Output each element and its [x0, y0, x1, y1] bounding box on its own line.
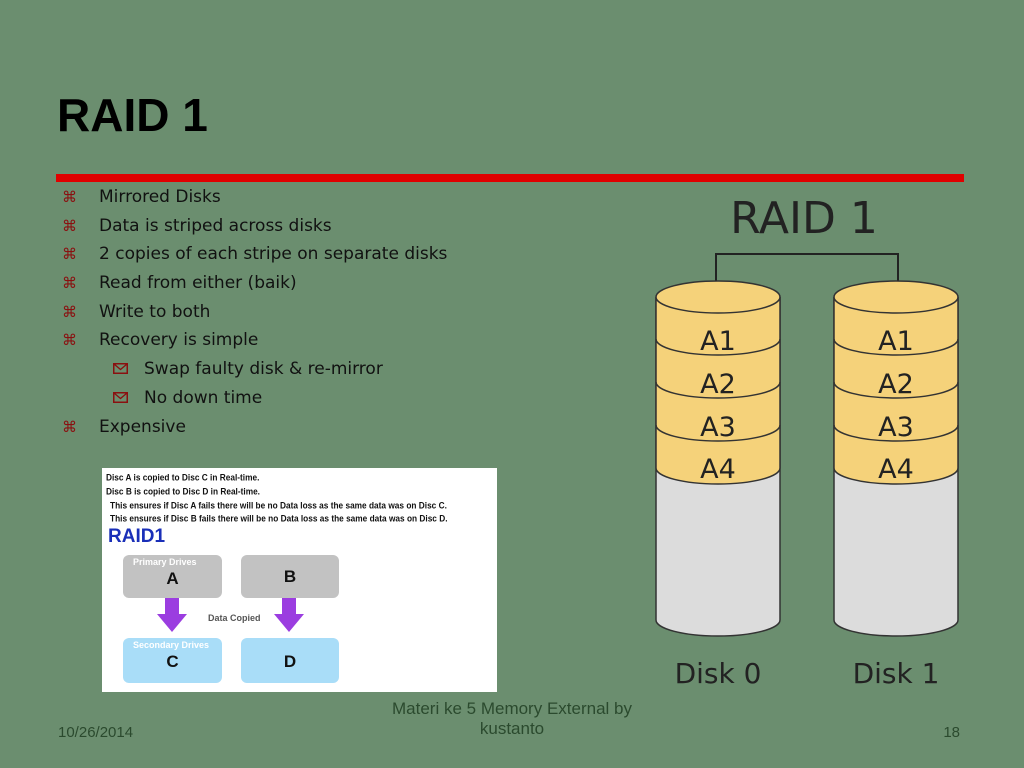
copy-arrow-b-icon [274, 598, 304, 632]
disk-1: A1 A2 A3 A4 Disk 1 [833, 280, 959, 690]
secondary-drives-label: Secondary Drives [133, 640, 210, 650]
command-bullet-icon: ⌘ [62, 302, 77, 321]
bullet-item: ⌘ Data is striped across disks [62, 214, 622, 243]
command-bullet-icon: ⌘ [62, 331, 77, 350]
raid1-explanation-image: Disc A is copied to Disc C in Real-time.… [102, 468, 497, 692]
explanation-line: This ensures if Disc A fails there will … [110, 499, 447, 511]
footer-date: 10/26/2014 [58, 724, 134, 741]
envelope-icon [113, 357, 133, 381]
bullet-text: Read from either (baik) [99, 273, 297, 294]
command-bullet-icon: ⌘ [62, 216, 77, 235]
bullet-item: ⌘ Read from either (baik) [62, 271, 622, 300]
disk1-block-a2: A2 [878, 369, 914, 400]
sub-bullet-item: Swap faulty disk & re-mirror [62, 357, 622, 386]
bullet-item: ⌘ Write to both [62, 300, 622, 329]
drive-a-letter: A [166, 569, 179, 588]
diagram-title: RAID 1 [730, 193, 878, 244]
disk0-label: Disk 0 [675, 657, 762, 690]
disk0-block-a2: A2 [700, 369, 736, 400]
bullet-item: ⌘ Mirrored Disks [62, 185, 622, 214]
drive-c-letter: C [166, 652, 179, 671]
sub-bullet-text: No down time [144, 387, 263, 408]
drive-b-letter: B [283, 567, 297, 586]
drive-c-box: Secondary Drives C [123, 638, 222, 683]
bullet-text: Mirrored Disks [99, 187, 221, 207]
footer-center-line: Materi ke 5 Memory External by [392, 699, 632, 718]
sub-bullet-text: Swap faulty disk & re-mirror [144, 359, 383, 380]
raid1-label: RAID1 [108, 526, 166, 547]
disk1-block-a3: A3 [878, 412, 914, 443]
footer-center-line: kustanto [479, 719, 545, 738]
explanation-line: Disc B is copied to Disc D in Real-time. [106, 485, 260, 497]
command-bullet-icon: ⌘ [62, 245, 77, 264]
title-divider [56, 174, 964, 182]
disk0-block-a1: A1 [700, 326, 736, 357]
slide-title: RAID 1 [57, 89, 208, 141]
footer-center-text: Materi ke 5 Memory External by kustanto [362, 699, 662, 739]
bullet-item: ⌘ Expensive [62, 415, 622, 444]
bullet-text: Write to both [99, 301, 211, 322]
mirror-connector [715, 253, 899, 293]
bullet-list: ⌘ Mirrored Disks ⌘ Data is striped across … [62, 185, 622, 443]
bullet-item: ⌘ 2 copies of each stripe on separate dis… [62, 242, 622, 271]
command-bullet-icon: ⌘ [62, 274, 77, 293]
copy-arrow-a-icon [157, 598, 187, 632]
bullet-item: ⌘ Recovery is simple [62, 328, 622, 357]
sub-bullet-item: No down time [62, 386, 622, 415]
drive-d-box: D [241, 638, 339, 683]
disk1-label: Disk 1 [853, 657, 940, 690]
bullet-text: 2 copies of each stripe on separate disk… [99, 244, 448, 265]
bullet-text: Data is striped across disks [99, 215, 332, 236]
primary-drives-label: Primary Drives [133, 557, 197, 567]
explanation-line: Disc A is copied to Disc C in Real-time. [106, 471, 260, 483]
drive-b-box: B [241, 555, 339, 598]
disk1-block-a4: A4 [878, 454, 914, 485]
drive-a-box: Primary Drives A [123, 555, 222, 598]
slide-number: 18 [943, 724, 960, 741]
raid1-disk-diagram: RAID 1 A1 A2 A3 A4 Disk 0 A1 A2 A3 A4 Di… [655, 193, 959, 690]
disk0-block-a4: A4 [700, 454, 736, 485]
command-bullet-icon: ⌘ [62, 417, 77, 436]
explanation-line: This ensures if Disc B fails there will … [110, 512, 448, 524]
envelope-icon [113, 386, 133, 410]
bullet-text: Recovery is simple [99, 330, 259, 351]
data-copied-label: Data Copied [208, 613, 261, 623]
disk0-block-a3: A3 [700, 412, 736, 443]
bullet-text: Expensive [99, 416, 186, 437]
drive-d-letter: D [283, 652, 297, 671]
disk-0: A1 A2 A3 A4 Disk 0 [655, 280, 781, 690]
command-bullet-icon: ⌘ [62, 188, 77, 206]
disk1-block-a1: A1 [878, 326, 914, 357]
